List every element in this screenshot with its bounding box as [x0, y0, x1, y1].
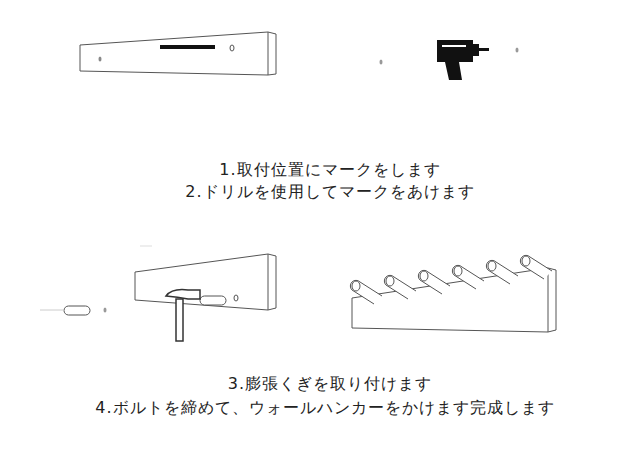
peg-end: [420, 271, 428, 281]
peg-end: [386, 276, 394, 286]
peg-end: [454, 266, 462, 276]
board-hammer: [40, 246, 276, 341]
peg: [418, 270, 450, 294]
peg-end: [522, 256, 530, 266]
peg-end: [352, 281, 360, 291]
peg-end: [488, 261, 496, 271]
step-text: 1.取付位置にマークをします: [219, 160, 440, 180]
peg: [452, 265, 484, 289]
peg: [486, 260, 518, 284]
peg: [520, 255, 552, 279]
peg: [350, 280, 382, 304]
drill-icon: [380, 40, 519, 80]
peg: [384, 275, 416, 299]
step-text: 4.ボルトを締めて、ウォールハンカーをかけます完成します: [95, 398, 554, 418]
finished-hanger: [350, 255, 556, 332]
step-text: 2.ドリルを使用してマークをあけます: [185, 182, 474, 202]
step-text: 3.膨張くぎを取り付けます: [228, 374, 432, 394]
board-marking: [80, 32, 276, 75]
